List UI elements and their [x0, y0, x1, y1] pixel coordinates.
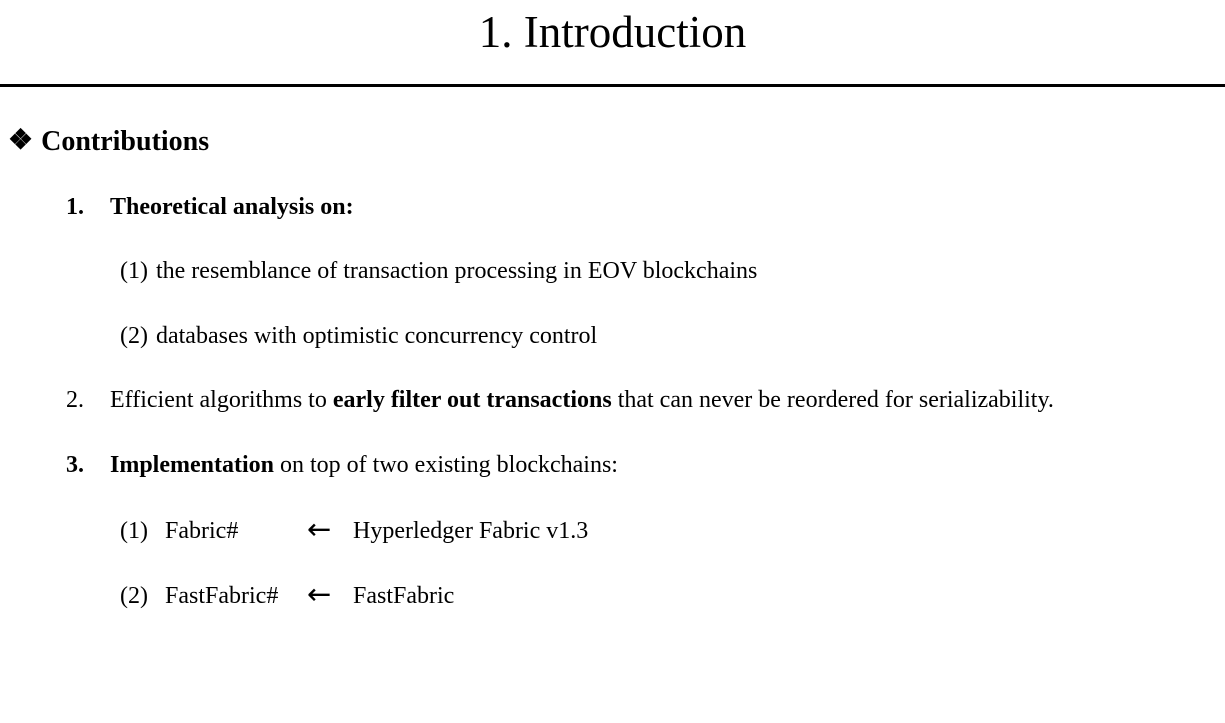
diamond-bullet-icon: ❖	[8, 125, 34, 156]
list-item-1-sub-2: (2) databases with optimistic concurrency…	[120, 321, 597, 351]
sub-item-text: the resemblance of transaction processin…	[155, 258, 758, 284]
item-2-text-post: that can never be reordered for serializ…	[611, 387, 1054, 413]
item-2-text-emphasis: early filter out transactions	[332, 387, 612, 413]
item-3-text-emphasis: Implementation	[110, 452, 274, 478]
list-item-2: 2. Efficient algorithms to early filter o…	[66, 385, 1054, 415]
implementation-origin: FastFabric	[353, 583, 455, 609]
sub-item-marker: (1)	[120, 518, 148, 544]
sub-item-marker: (1)	[120, 258, 148, 284]
list-item-1-sub-1: (1) the resemblance of transaction proces…	[120, 256, 757, 286]
item-number: 3.	[66, 452, 84, 478]
item-number: 2.	[66, 387, 84, 413]
item-number: 1.	[66, 194, 84, 220]
implementation-name: Fabric#	[165, 518, 239, 544]
implementation-name: FastFabric#	[165, 583, 279, 609]
contributions-label: Contributions	[41, 126, 210, 157]
list-item-3-sub-2: (2) FastFabric# ← FastFabric	[120, 579, 454, 611]
title-divider	[0, 84, 1225, 87]
left-arrow-icon: ←	[307, 577, 332, 611]
item-2-text-pre: Efficient algorithms to	[110, 387, 333, 413]
item-1-heading: Theoretical analysis on:	[110, 194, 354, 220]
sub-item-marker: (2)	[120, 323, 148, 349]
item-3-text-post: on top of two existing blockchains:	[274, 452, 618, 478]
contributions-heading: ❖Contributions	[8, 124, 209, 159]
sub-item-text: databases with optimistic concurrency co…	[155, 323, 598, 349]
list-item-3-sub-1: (1) Fabric# ← Hyperledger Fabric v1.3	[120, 514, 588, 546]
list-item-3: 3. Implementation on top of two existing …	[66, 450, 618, 480]
sub-item-marker: (2)	[120, 583, 148, 609]
implementation-origin: Hyperledger Fabric v1.3	[353, 518, 589, 544]
list-item-1: 1. Theoretical analysis on:	[66, 192, 354, 222]
left-arrow-icon: ←	[307, 512, 332, 546]
slide-title: 1. Introduction	[478, 7, 747, 57]
